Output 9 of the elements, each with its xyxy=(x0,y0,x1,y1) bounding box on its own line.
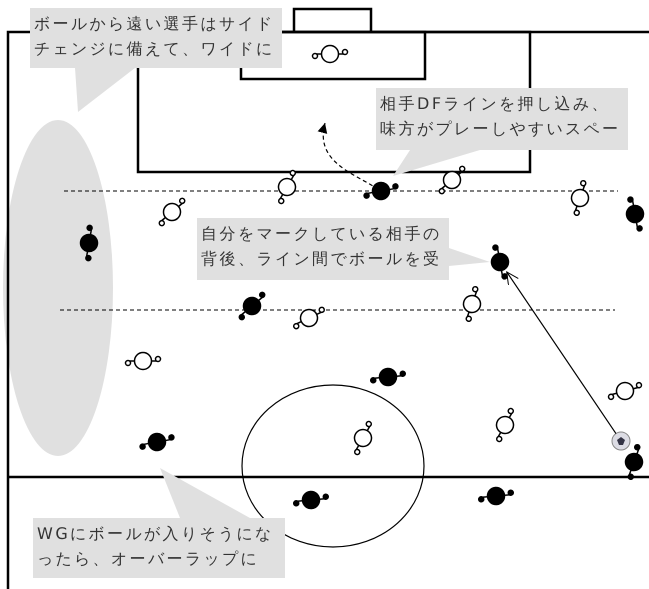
player-icon xyxy=(363,182,399,200)
speech-bubble: 相手DFラインを押し込み、味方がプレーしやすいスペー xyxy=(376,88,628,176)
speech-bubble: 自分をマークしている相手の背後、ライン間でボールを受 xyxy=(197,218,490,280)
player-icon xyxy=(490,244,510,280)
ball-icon xyxy=(612,432,630,450)
speech-bubble: WGにボールが入りそうになったら、オーバーラップに xyxy=(33,468,285,578)
speech-bubble: ボールから遠い選手はサイドチェンジに備えて、ワイドに xyxy=(30,8,282,112)
arrow xyxy=(506,271,616,434)
arrow xyxy=(318,122,373,186)
